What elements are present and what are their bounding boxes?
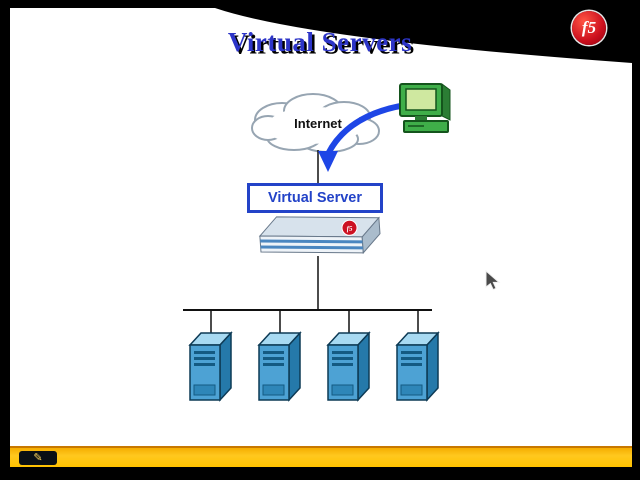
slide-corner-swoosh bbox=[215, 8, 632, 63]
virtual-server-label: Virtual Server bbox=[267, 190, 363, 206]
network-diagram: f5 bbox=[183, 83, 501, 401]
virtual-server-box: Virtual Server bbox=[247, 183, 383, 213]
bigip-appliance-icon: f5 bbox=[258, 216, 381, 255]
f5-logo-text: f5 bbox=[581, 18, 597, 37]
internet-cloud-icon bbox=[251, 93, 380, 153]
presenter-toolbar: ✎ bbox=[10, 446, 632, 467]
server-rack-row bbox=[189, 332, 439, 401]
server-icon bbox=[396, 332, 439, 401]
appliance-logo-text: f5 bbox=[346, 225, 353, 233]
pen-icon: ✎ bbox=[33, 451, 43, 464]
server-icon bbox=[189, 332, 232, 401]
mouse-cursor bbox=[485, 269, 501, 291]
internet-label: Internet bbox=[294, 116, 342, 131]
server-icon bbox=[258, 332, 301, 401]
appliance-f5-ball-icon bbox=[341, 219, 358, 236]
slide-title: Virtual Servers bbox=[227, 27, 413, 57]
server-icon bbox=[327, 332, 370, 401]
f5-logo: f5 bbox=[572, 11, 606, 45]
swoosh-shape bbox=[215, 8, 632, 63]
slide-canvas[interactable]: f5 Virtual Servers bbox=[10, 8, 632, 446]
client-computer-icon bbox=[399, 83, 451, 133]
pen-tool-button[interactable]: ✎ bbox=[19, 451, 57, 465]
